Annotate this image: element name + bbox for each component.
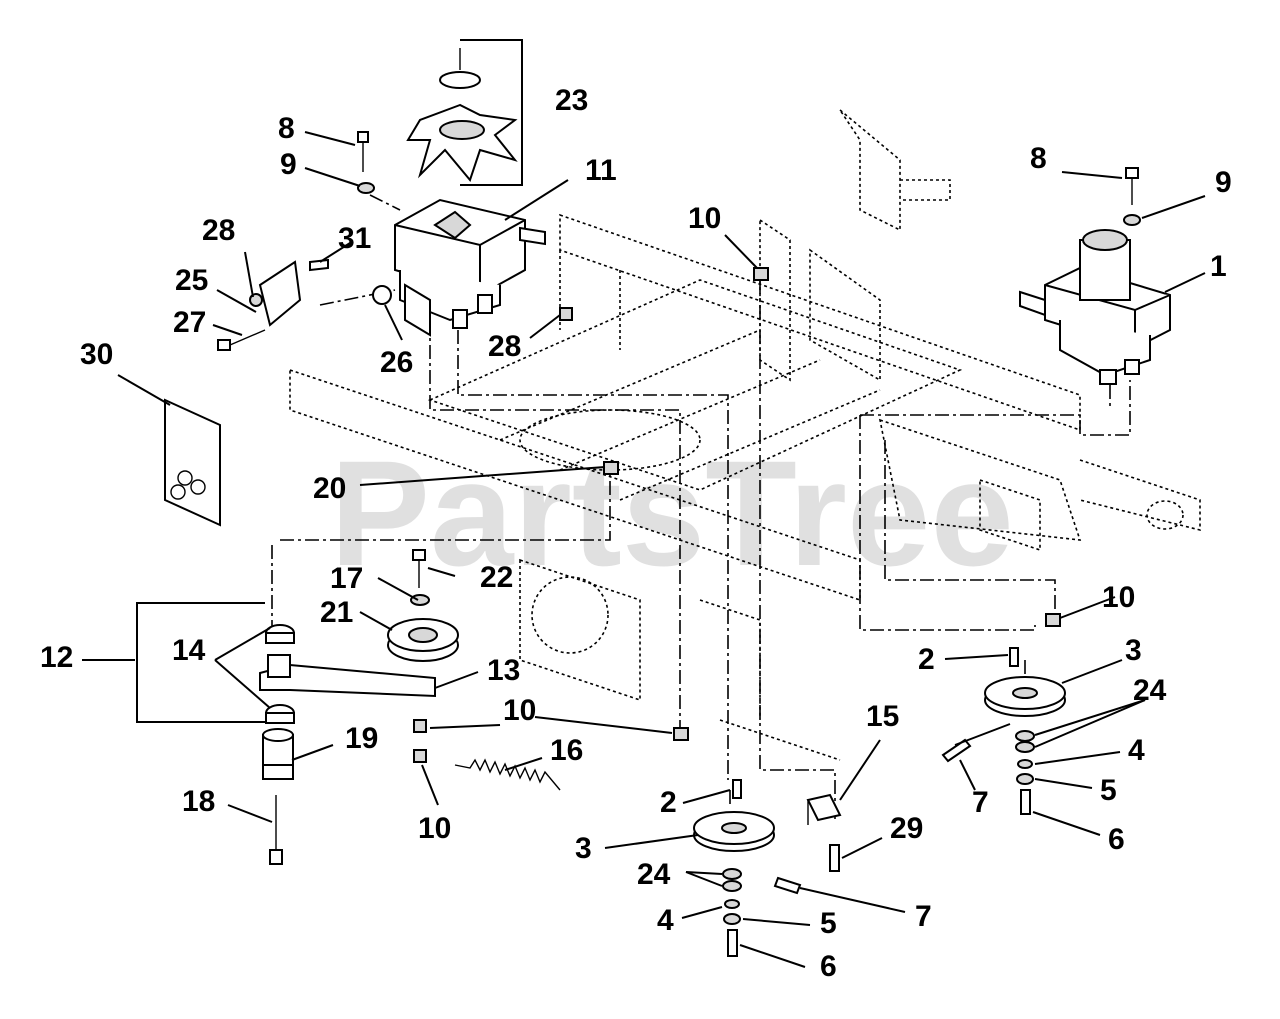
pulleys xyxy=(164,398,1066,852)
callout-label: 9 xyxy=(1215,166,1232,199)
leader-lines xyxy=(82,131,1206,968)
phantom-lines xyxy=(271,194,1131,820)
callout-label: 19 xyxy=(345,722,378,755)
callout-label: 3 xyxy=(575,832,592,865)
callout-label: 22 xyxy=(480,561,513,594)
callout-label: 7 xyxy=(915,900,932,933)
callout-label: 2 xyxy=(918,643,935,676)
callout-label: 24 xyxy=(637,858,671,891)
callout-label: 27 xyxy=(173,306,206,339)
callout-label: 10 xyxy=(1102,581,1135,614)
callout-label: 12 xyxy=(40,641,73,674)
callout-label: 14 xyxy=(172,634,206,667)
callout-label: 6 xyxy=(1108,823,1125,856)
callout-label: 5 xyxy=(820,907,837,940)
callout-label: 23 xyxy=(555,84,588,117)
callout-label: 13 xyxy=(487,654,520,687)
callout-label: 18 xyxy=(182,785,215,818)
left-transmission xyxy=(372,198,546,337)
watermark-text: PartsTree xyxy=(330,429,1014,597)
callout-label: 2 xyxy=(660,786,677,819)
callout-label: 26 xyxy=(380,346,413,379)
callout-label: 11 xyxy=(585,154,617,187)
callout-label: 31 xyxy=(338,222,371,255)
right-transmission xyxy=(1019,229,1171,385)
cooling-fan xyxy=(406,39,523,186)
callout-label: 6 xyxy=(820,950,837,983)
callout-label: 1 xyxy=(1210,250,1227,283)
callout-label: 8 xyxy=(278,112,295,145)
callout-label: 24 xyxy=(1133,674,1167,707)
callout-label: 8 xyxy=(1030,142,1047,175)
callout-labels: 23 8 9 11 8 9 10 28 31 1 25 27 28 26 30 … xyxy=(40,84,1232,983)
callout-label: 5 xyxy=(1100,774,1117,807)
callout-label: 7 xyxy=(972,786,989,819)
callout-label: 25 xyxy=(175,264,208,297)
callout-label: 10 xyxy=(418,812,451,845)
callout-label: 15 xyxy=(866,700,899,733)
callout-label: 28 xyxy=(488,330,521,363)
callout-label: 4 xyxy=(1128,734,1145,767)
mower-frame xyxy=(289,109,1201,761)
callout-label: 16 xyxy=(550,734,583,767)
callout-label: 4 xyxy=(657,904,674,937)
callout-label: 17 xyxy=(330,562,363,595)
callout-label: 21 xyxy=(320,596,353,629)
callout-label: 10 xyxy=(688,202,721,235)
callout-label: 9 xyxy=(280,148,297,181)
callout-label: 10 xyxy=(503,694,536,727)
callout-label: 20 xyxy=(313,472,346,505)
fasteners xyxy=(217,131,1141,957)
callout-label: 30 xyxy=(80,338,113,371)
callout-label: 3 xyxy=(1125,634,1142,667)
callout-label: 28 xyxy=(202,214,235,247)
callout-label: 29 xyxy=(890,812,923,845)
